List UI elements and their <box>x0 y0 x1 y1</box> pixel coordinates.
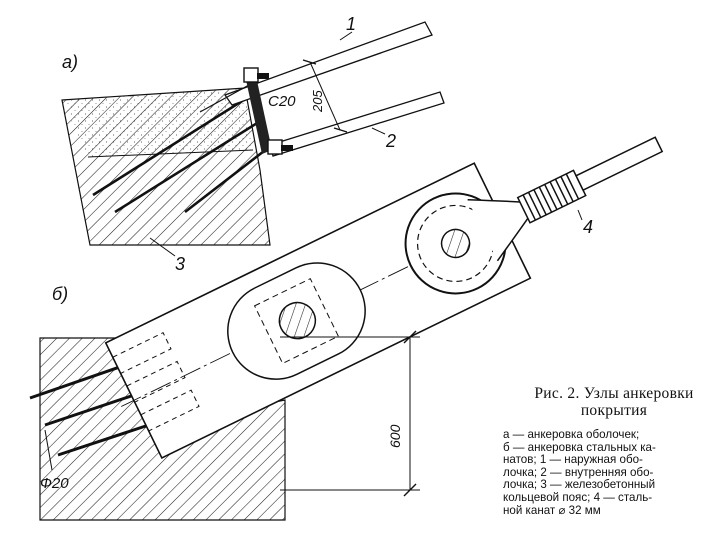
caption-line: лочка; 3 — железобетонный <box>503 478 656 492</box>
caption-title: Рис. 2. Узлы анкеровки покрытия <box>503 385 725 419</box>
label-item-1: 1 <box>346 14 356 34</box>
bolt-top <box>243 67 259 83</box>
detail-a <box>61 21 445 257</box>
outer-shell-1 <box>223 21 433 106</box>
label-phi20: Ф20 <box>40 475 69 492</box>
label-item-3: 3 <box>175 254 185 274</box>
bolt-bottom <box>267 139 283 155</box>
inner-shell-2 <box>269 91 445 157</box>
steel-cable <box>575 136 664 192</box>
ring-upper-zone <box>62 88 252 157</box>
label-part-b: б) <box>52 284 68 304</box>
label-item-2: 2 <box>385 131 396 151</box>
caption-line: а — анкеровка оболочек; <box>503 428 640 441</box>
label-item-4: 4 <box>583 217 593 237</box>
caption-line: кольцевой пояс; 4 — сталь- <box>503 490 653 504</box>
caption-legend: а — анкеровка оболочек; б — анкеровка ст… <box>503 428 725 517</box>
label-bolt-c20: С20 <box>268 93 296 110</box>
label-dim-600: 600 <box>387 424 403 448</box>
label-part-a: а) <box>62 52 78 72</box>
caption-line: б — анкеровка стальных ка- <box>503 440 656 454</box>
caption-title-line-2: покрытия <box>580 402 648 419</box>
detail-b <box>29 136 664 521</box>
label-dim-205: 205 <box>310 90 325 113</box>
caption-line: ной канат ⌀ 32 мм <box>503 503 601 517</box>
caption-line: натов; 1 — наружная обо- <box>503 453 643 467</box>
caption-title-line-1: Рис. 2. Узлы анкеровки <box>534 385 694 402</box>
threaded-end <box>516 169 587 224</box>
anchor-plate-a <box>246 76 272 154</box>
caption-line: лочка; 2 — внутренняя обо- <box>503 465 654 479</box>
figure-caption: Рис. 2. Узлы анкеровки покрытия а — анке… <box>503 385 725 517</box>
